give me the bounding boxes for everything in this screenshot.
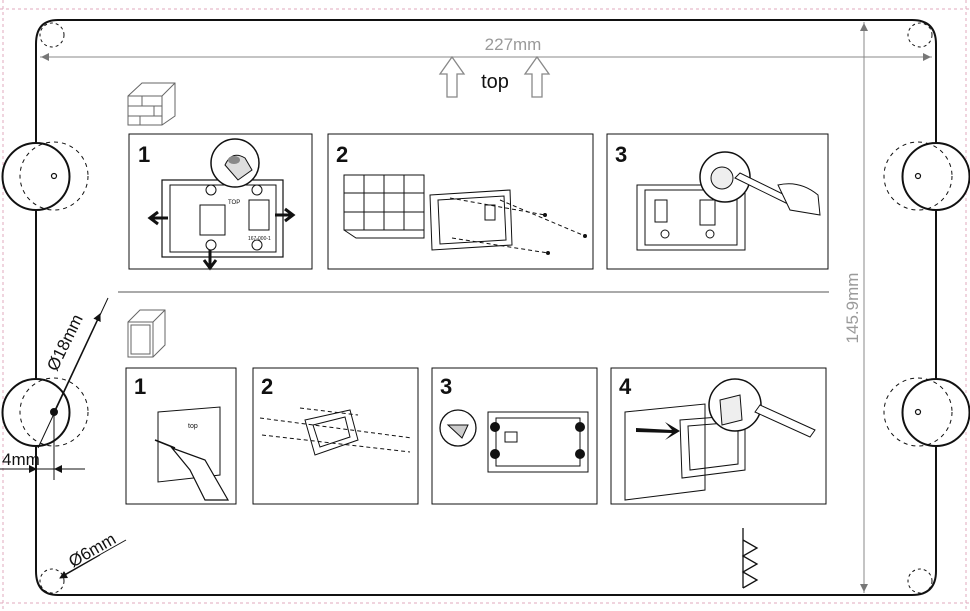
screwdriver-icon (754, 404, 816, 438)
step-number: 3 (615, 142, 627, 167)
brick-wall-icon (127, 82, 176, 126)
plaster-step-3: 3 (431, 367, 598, 505)
template-outline (35, 19, 937, 596)
arrow-down-icon (202, 250, 218, 271)
brick-step-1: 1 TOP 167-000-1 (128, 133, 313, 271)
plaster-step-1: 1 top (125, 367, 237, 505)
top-marking: top (188, 423, 198, 430)
step-number: 1 (134, 374, 146, 399)
hole-left-top-icon (1, 142, 37, 211)
width-dimension: 227mm (40, 35, 932, 61)
hole-right-top-icon (935, 142, 970, 211)
top-indicator: top (438, 55, 551, 98)
saw-tooth-mark (741, 528, 759, 589)
step-number: 4 (619, 374, 632, 399)
step-number: 2 (261, 374, 273, 399)
plaster-step-4: 4 (610, 367, 827, 505)
part-number: 167-000-1 (248, 236, 271, 242)
arrow-left-icon (147, 210, 168, 226)
plasterboard-icon (127, 309, 166, 358)
width-label: 227mm (485, 35, 542, 54)
corner-holes (39, 22, 933, 594)
insert-arrow-icon (636, 422, 680, 440)
offset-label: 4mm (2, 450, 40, 469)
step-number: 3 (440, 374, 452, 399)
step-number: 2 (336, 142, 348, 167)
drill-icon (170, 446, 230, 501)
step-number: 1 (138, 142, 150, 167)
top-label: top (481, 71, 509, 93)
offset-dimension: 4mm (0, 412, 85, 480)
brick-step-3: 3 (606, 133, 829, 270)
brick-step-2: 2 (327, 133, 594, 270)
height-dimension: 145.9mm (843, 22, 868, 593)
height-label: 145.9mm (843, 273, 862, 344)
up-arrow-left-icon (438, 55, 466, 98)
arrow-right-icon (275, 207, 296, 223)
hole-right-bottom-icon (935, 378, 970, 447)
up-arrow-right-icon (523, 55, 551, 98)
top-marking: TOP (228, 200, 240, 206)
plaster-step-2: 2 (252, 367, 419, 505)
hole-left-bottom-icon (1, 378, 37, 447)
